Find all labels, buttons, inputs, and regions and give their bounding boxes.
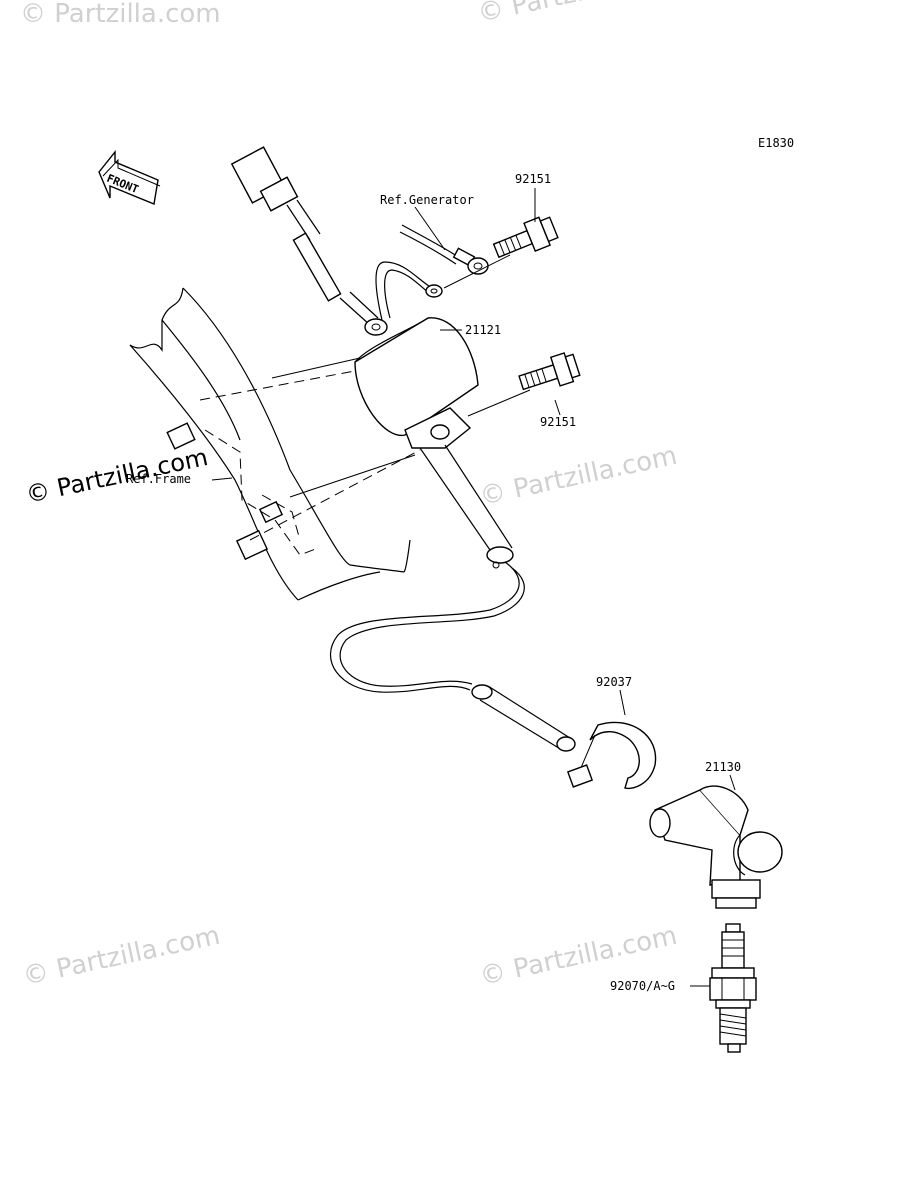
generator-wire (399, 206, 489, 275)
front-arrow-icon: FRONT (98, 150, 161, 205)
spark-plug (709, 923, 757, 1053)
coil-connector (230, 146, 379, 326)
watermark: © Partzilla.com (20, 0, 221, 29)
part-label-coil: 21121 (465, 323, 501, 337)
ignition-coil (354, 317, 514, 569)
spark-plug-cap (649, 785, 783, 909)
diagram-code: E1830 (758, 136, 794, 150)
watermark: © Partzilla.com (20, 921, 222, 992)
ref-generator-label: Ref.Generator (380, 193, 474, 207)
bolt-top (492, 216, 559, 259)
part-label-spark-plug: 92070/A~G (610, 979, 675, 993)
part-label-plug-cap: 21130 (705, 760, 741, 774)
part-label-bolt-mid: 92151 (540, 415, 576, 429)
bolt-middle (518, 352, 581, 391)
wire-clamp (566, 721, 657, 790)
ref-frame-label: Ref.Frame (126, 472, 191, 486)
high-tension-lead (329, 561, 576, 752)
part-label-clamp: 92037 (596, 675, 632, 689)
part-label-bolt-top: 92151 (515, 172, 551, 186)
ground-wire (375, 261, 443, 321)
frame-reference (129, 287, 411, 601)
watermark: © Partzilla.com (475, 0, 677, 29)
watermark: © Partzilla.com (477, 441, 679, 512)
